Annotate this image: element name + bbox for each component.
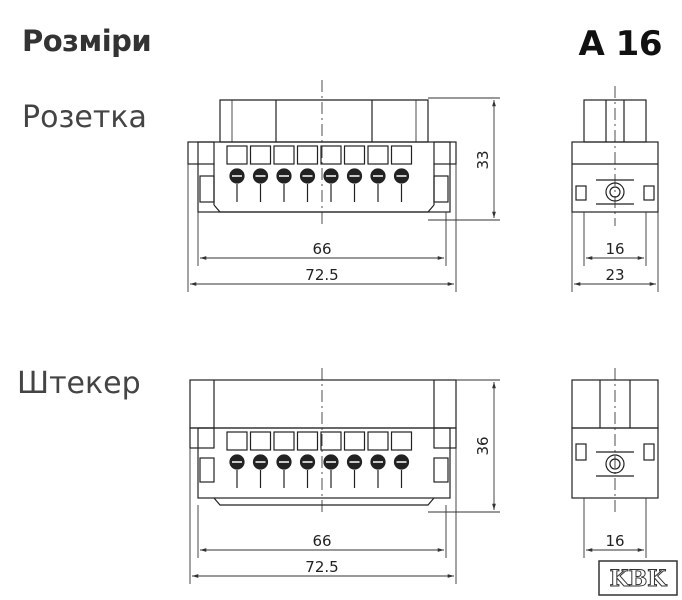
socket-terminal-slot [226,145,248,165]
plug-terminal-slot [320,431,342,451]
socket-dimensions [187,97,500,292]
plug-terminal-slot [226,431,248,451]
socket-side-view [571,86,659,226]
socket-side-dim-16: 16 [605,240,624,258]
socket-terminal-slot [320,145,342,165]
socket-dim-66: 66 [312,240,331,258]
plug-side-dimensions [583,498,647,558]
socket-label: Розетка [22,100,147,135]
socket-terminal-slot [249,145,272,165]
plug-side-dim-16: 16 [605,532,624,550]
model-title: A 16 [578,24,663,64]
plug-terminal-slot [273,431,295,451]
plug-side-view [571,368,659,516]
plug-front-view [189,368,457,516]
plug-label: Штекер [17,366,141,401]
socket-terminal-slot [367,145,389,165]
socket-front-view [187,80,457,228]
socket-side-dimensions [571,212,659,292]
socket-dim-33: 33 [474,150,492,169]
plug-dim-36: 36 [474,436,492,455]
plug-terminal-slot [296,431,319,451]
socket-terminal-slot [390,145,413,165]
socket-terminal-slot [343,145,366,165]
plug-dim-66: 66 [312,532,331,550]
socket-terminal-slot [273,145,295,165]
plug-terminal-slot [249,431,272,451]
plug-terminal-slot [367,431,389,451]
socket-dim-72-5: 72.5 [305,266,338,284]
plug-dimensions [189,379,500,584]
socket-terminal-slot [296,145,319,165]
socket-side-dim-23: 23 [605,266,624,284]
logo-text: KBK [610,566,668,592]
kbk-logo-icon: KBK [598,560,678,596]
page-title: Розміри [22,24,152,58]
plug-terminal-slot [390,431,413,451]
plug-dim-72-5: 72.5 [305,558,338,576]
plug-terminal-slot [343,431,366,451]
